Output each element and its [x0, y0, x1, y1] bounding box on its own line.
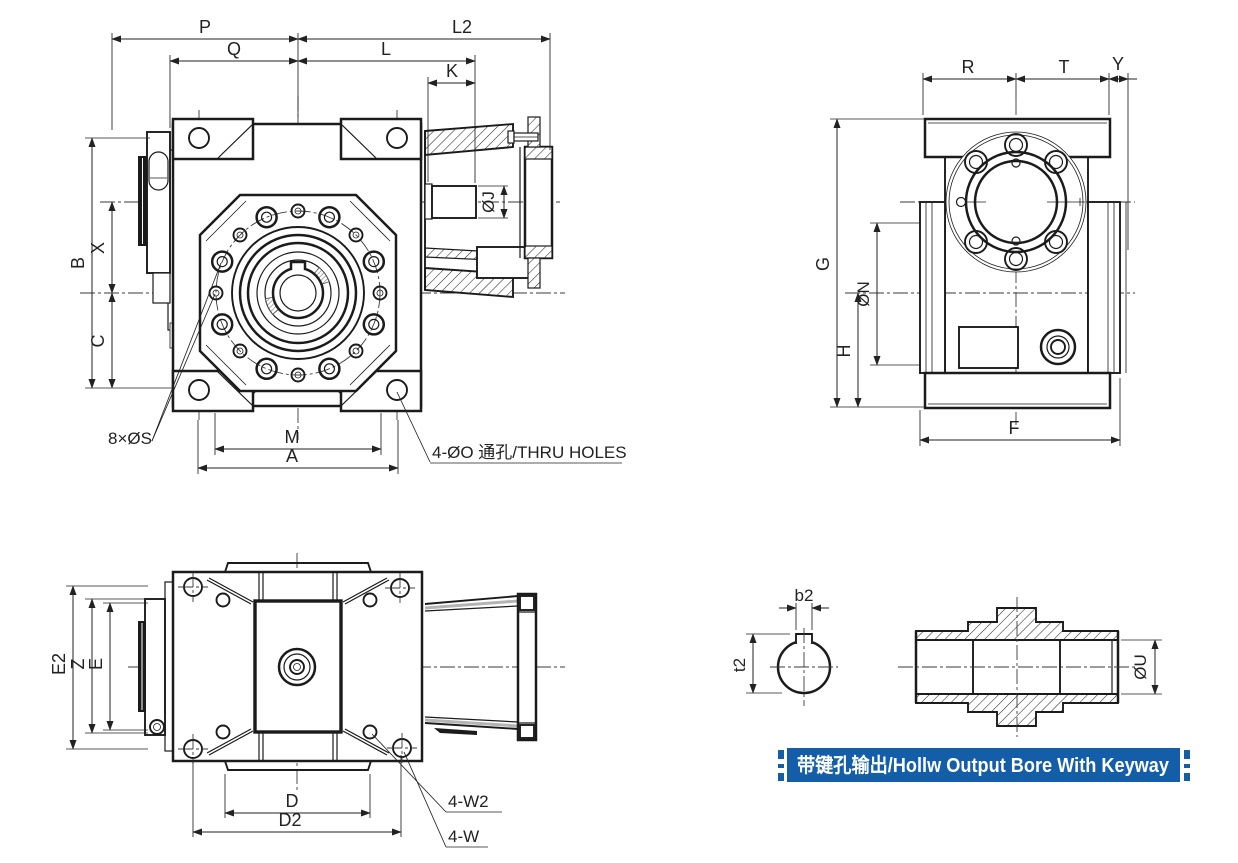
banner-label: 带键孔输出/Hollw Output Bore With Keyway — [797, 753, 1170, 777]
input-shaft-bore — [431, 185, 477, 219]
dim-label-C: C — [88, 335, 108, 348]
dim-label-L: L — [381, 39, 391, 59]
input-flange-circle — [945, 131, 1087, 273]
dim-label-X: X — [88, 242, 108, 254]
bottom-mount-plate — [923, 371, 1112, 410]
side-rib-right — [1087, 201, 1121, 374]
input-adapter-top — [424, 592, 538, 742]
motor-flange-top — [516, 592, 538, 742]
housing-side — [919, 117, 1127, 410]
dim-label-P: P — [199, 17, 211, 37]
dim-label-K: K — [446, 61, 458, 81]
top-dimensions: E2 Z E D D2 4-W2 4-W — [49, 585, 502, 848]
front-dimensions: P L2 Q L K B X C ØJ M A 8×ØS 4-ØO 通孔/ — [68, 17, 627, 474]
input-adapter-front — [424, 116, 554, 299]
dim-label-D2: D2 — [278, 810, 301, 830]
bore-keyway — [289, 260, 307, 270]
banner-background — [787, 748, 1180, 782]
dim-label-H: H — [834, 345, 854, 358]
dim-label-Z: Z — [68, 659, 88, 670]
banner-output-bore-keyway: 带键孔输出/Hollw Output Bore With Keyway — [778, 748, 1190, 782]
left-cover-assembly — [138, 131, 176, 349]
dim-label-t2: t2 — [730, 658, 749, 672]
dim-label-B: B — [68, 257, 88, 269]
mount-lug-tr — [339, 117, 423, 161]
dowel-pin — [955, 196, 967, 208]
lug-hole — [188, 379, 210, 401]
oil-sight-slot — [148, 151, 169, 191]
output-flange-octagon — [198, 193, 398, 393]
dim-label-4W: 4-W — [448, 827, 479, 846]
dim-label-8xOS: 8×ØS — [108, 429, 152, 448]
dim-label-R: R — [962, 57, 975, 77]
left-cover-top — [138, 581, 174, 752]
dim-label-Y: Y — [1112, 54, 1124, 74]
bolt-circle — [215, 210, 381, 376]
dim-label-4W2: 4-W2 — [448, 792, 489, 811]
dim-label-L2: L2 — [452, 17, 472, 37]
dim-label-Q: Q — [227, 39, 241, 59]
dim-label-4OO-thru-holes: 4-ØO 通孔/THRU HOLES — [432, 443, 627, 462]
dim-label-M: M — [285, 427, 300, 447]
output-bore-detail: b2 t2 ØU 带键孔输出/Hollw Output Bore With Ke… — [730, 586, 1190, 782]
flange-face-square — [253, 599, 343, 734]
lug-hole — [386, 127, 408, 149]
side-view: R T Y G H ØN F — [813, 54, 1137, 446]
dim-label-E: E — [86, 658, 106, 670]
dim-label-OU: ØU — [1131, 654, 1150, 680]
motor-flange — [523, 145, 554, 260]
side-rib-left — [919, 201, 946, 374]
dim-label-D: D — [286, 791, 299, 811]
lug-hole — [188, 127, 210, 149]
dim-label-OJ: ØJ — [479, 191, 498, 213]
nameplate — [958, 326, 1019, 369]
dim-label-E2: E2 — [49, 653, 69, 675]
mount-lug-tl — [171, 117, 255, 161]
lug-hole — [386, 379, 408, 401]
dim-label-T: T — [1059, 57, 1070, 77]
housing-top — [171, 562, 424, 771]
flange-bolts — [208, 203, 388, 383]
hollow-shaft-section: ØU — [898, 597, 1162, 737]
top-view: E2 Z E D D2 4-W2 4-W — [49, 553, 565, 848]
vent-plug — [507, 130, 515, 144]
dim-label-b2: b2 — [795, 586, 814, 605]
dim-label-G: G — [813, 257, 833, 271]
oil-plug — [1039, 328, 1077, 366]
side-dimensions: R T Y G H ØN F — [813, 54, 1137, 446]
dim-label-ON: ØN — [854, 281, 873, 307]
keyway-end-view: b2 t2 — [730, 586, 838, 706]
corner-holes — [178, 572, 417, 764]
front-view: P L2 Q L K B X C ØJ M A 8×ØS 4-ØO 通孔/ — [68, 17, 627, 474]
dim-label-F: F — [1009, 418, 1020, 438]
dim-label-A: A — [286, 446, 298, 466]
